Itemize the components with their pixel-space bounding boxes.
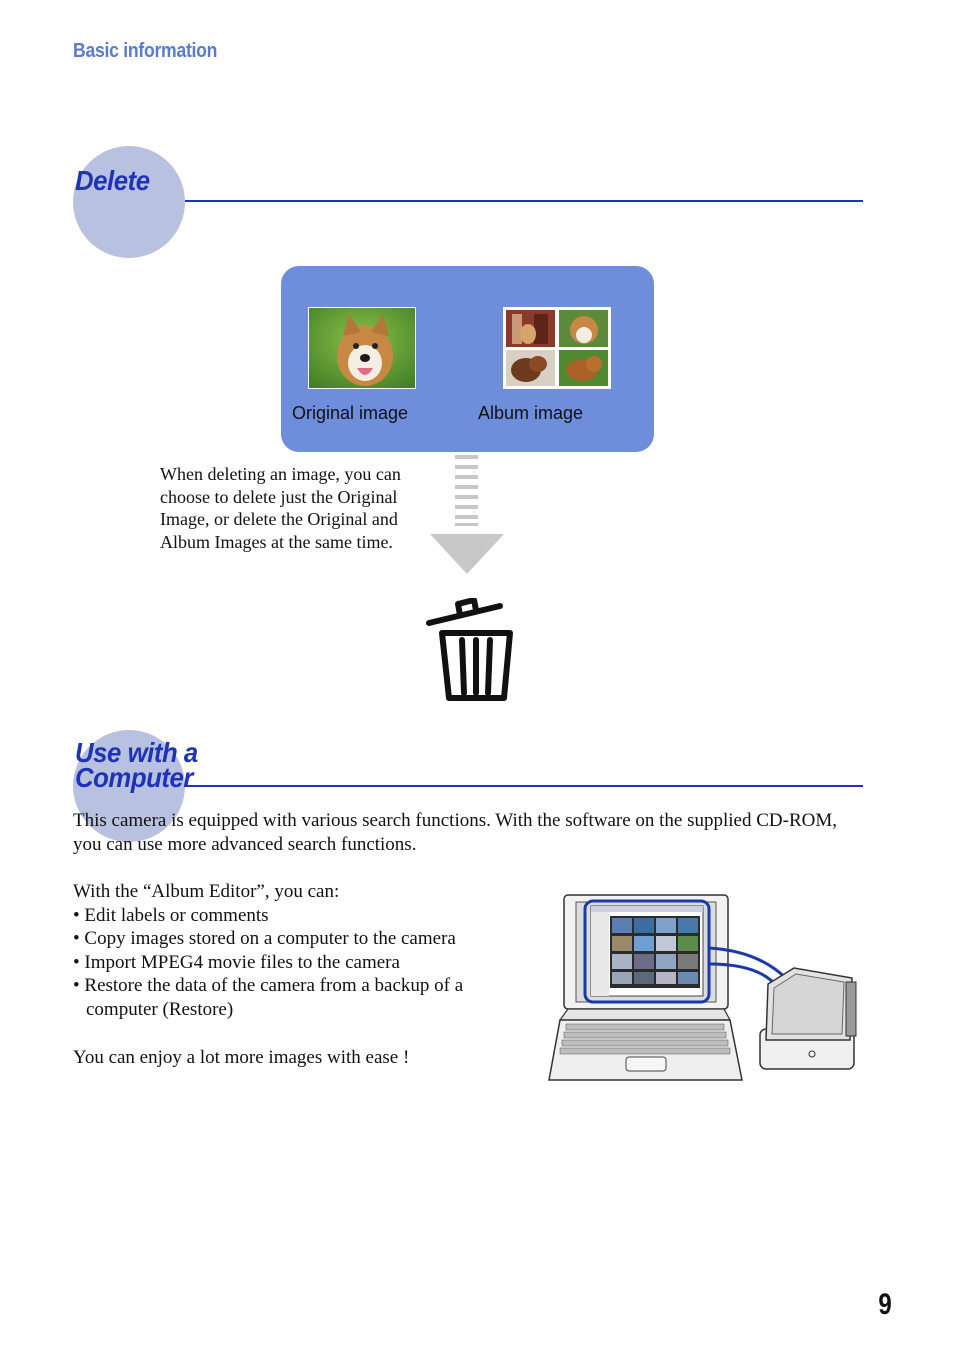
feature-list: • Edit labels or comments • Copy images … [73, 904, 523, 1022]
heading-circle-delete [73, 146, 185, 258]
heading-circle-computer [73, 730, 185, 842]
list-item: • Copy images stored on a computer to th… [73, 928, 456, 949]
laptop-camera-illustration [546, 892, 860, 1084]
computer-heading: Use with a Computer [75, 737, 198, 793]
original-image-caption: Original image [292, 403, 409, 423]
album-image-thumbnail [503, 307, 611, 389]
album-editor-lead: With the “Album Editor”, you can: [73, 881, 340, 902]
computer-intro: This camera is equipped with various sea… [73, 810, 837, 855]
page-number: 9 [878, 1288, 892, 1321]
computer-heading-line1: Use with a [75, 737, 198, 768]
computer-heading-rule [185, 785, 863, 787]
album-image-caption: Album image [478, 403, 584, 423]
trash-icon [422, 597, 518, 706]
delete-heading: Delete [75, 165, 150, 196]
list-item: • Restore the data of the camera from a … [73, 975, 464, 1020]
original-image-thumbnail [308, 307, 416, 389]
computer-heading-line2: Computer [75, 762, 193, 793]
delete-heading-rule [185, 200, 863, 202]
delete-note: When deleting an image, you can choose t… [160, 464, 401, 552]
list-item: • Edit labels or comments [73, 904, 269, 926]
list-item: • Import MPEG4 movie files to the camera [73, 951, 400, 973]
down-arrow-icon [428, 455, 506, 577]
album-editor-block: With the “Album Editor”, you can: • Edit… [73, 880, 523, 1021]
album-grid-icon [504, 308, 610, 388]
section-label: Basic information [73, 40, 218, 62]
dog-photo-icon [309, 308, 415, 388]
closing-text: You can enjoy a lot more images with eas… [73, 1047, 410, 1068]
